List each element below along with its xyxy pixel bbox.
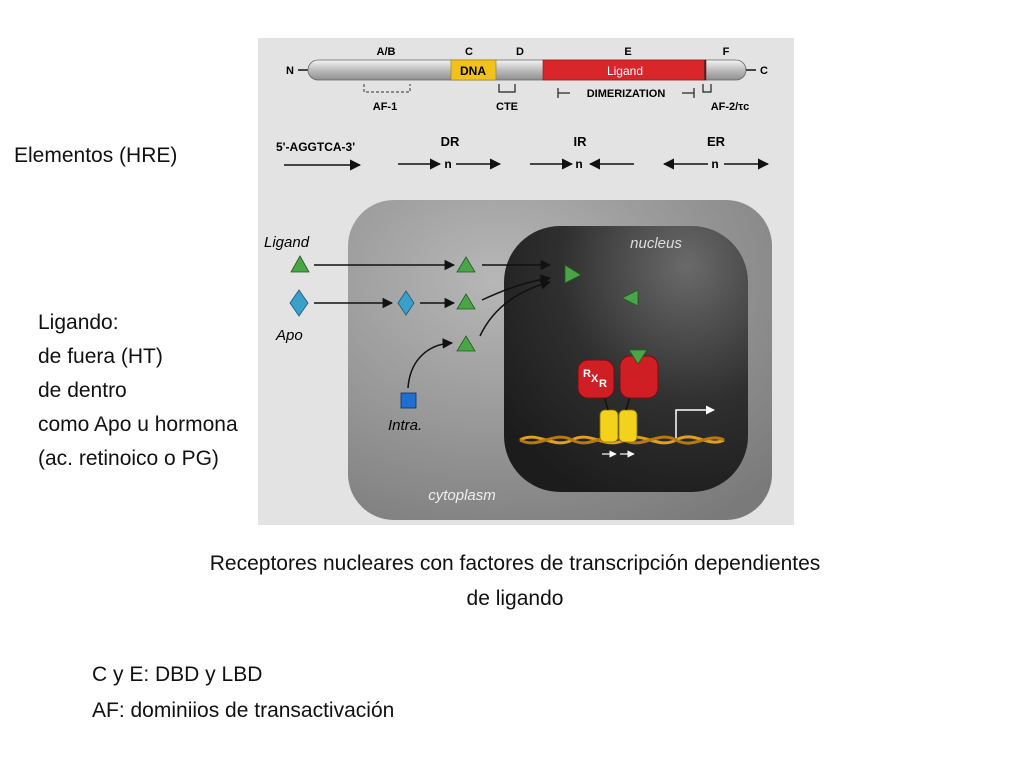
dna-domain-label: DNA	[460, 64, 486, 78]
apo-diamond-outside	[289, 289, 309, 317]
dr-label: DR	[441, 134, 460, 149]
hre-label: Elementos (HRE)	[14, 144, 178, 167]
ligand-domain-label: Ligand	[607, 64, 643, 78]
ir-label: IR	[574, 134, 588, 149]
apo-label: Apo	[275, 327, 303, 344]
cytoplasm-label: cytoplasm	[428, 487, 496, 504]
caption-line: de ligando	[466, 587, 564, 610]
intra-square	[400, 392, 417, 409]
receptor-bound-ligand	[628, 349, 648, 365]
ligand-triangle-outside	[290, 255, 310, 273]
dimerization-label: DIMERIZATION	[587, 88, 666, 100]
ligand-triangle-nucleus-1	[564, 264, 582, 284]
rxr-letter-x: X	[591, 373, 599, 385]
c-terminus-label: C	[760, 65, 768, 77]
intra-label: Intra.	[388, 417, 422, 434]
slide-notes: C y E: DBD y LBD AF: dominiios de transa…	[92, 657, 394, 729]
rxr-receptor	[577, 359, 615, 399]
ligand-triangle-cytoplasm-1	[456, 256, 476, 273]
er-label: ER	[707, 134, 726, 149]
transcription-start-arrow	[675, 405, 715, 438]
ligand-note-line: de dentro	[38, 379, 127, 402]
domain-label-e: E	[624, 46, 631, 58]
rxr-letter-r1: R	[583, 368, 591, 380]
ligand-binding-domain	[542, 59, 707, 81]
af1-label: AF-1	[373, 101, 397, 113]
ligand-triangle-cytoplasm-2	[456, 293, 476, 310]
dna-binding-domain-left	[599, 409, 619, 443]
ir-spacer: n	[575, 157, 582, 171]
intra-ligand-to-nucleus-arrow	[479, 279, 552, 337]
cte-bracket	[498, 84, 516, 93]
notes-line: C y E: DBD y LBD	[92, 663, 263, 686]
dna-binding-domain	[450, 59, 497, 81]
ligand-note-line: de fuera (HT)	[38, 345, 163, 368]
er-spacer: n	[711, 157, 718, 171]
cte-label: CTE	[496, 101, 518, 113]
ligand-note-line: como Apo u hormona	[38, 413, 238, 436]
n-terminus-label: N	[286, 65, 294, 77]
domain-label-ab: A/B	[377, 46, 396, 58]
dr-spacer: n	[444, 157, 451, 171]
hre-sequence-label: 5'-AGGTCA-3'	[276, 140, 355, 154]
af2-label: AF-2/τc	[711, 101, 750, 113]
domain-label-d: D	[516, 46, 524, 58]
caption-line: Receptores nucleares con factores de tra…	[209, 552, 821, 575]
slide-caption: Receptores nucleares con factores de tra…	[100, 546, 930, 616]
ligand-origin-notes: Ligando: de fuera (HT) de dentro como Ap…	[38, 306, 238, 476]
ligand-triangle-nucleus-2	[621, 289, 639, 307]
nuclear-receptor-figure: A A/B C D E F N DNA Ligand C AF-1 CTE DI…	[258, 38, 794, 525]
ligand-label: Ligand	[264, 234, 310, 251]
domain-label-c: C	[465, 46, 473, 58]
dna-binding-domain-right	[618, 409, 638, 443]
intra-to-ligand-arrow	[407, 338, 454, 389]
af1-bracket	[363, 84, 411, 93]
ligand-note-line: Ligando:	[38, 311, 119, 334]
ligand-note-line: (ac. retinoico o PG)	[38, 447, 219, 470]
ligand-triangle-cytoplasm-3	[456, 335, 476, 352]
rxr-letter-r2: R	[599, 378, 607, 390]
apo-diamond-cytoplasm	[397, 290, 415, 316]
af2-bracket	[702, 84, 712, 93]
notes-line: AF: dominiios de transactivación	[92, 699, 395, 722]
domain-label-f: F	[723, 46, 730, 58]
apo-ligand-to-nucleus-arrow	[481, 274, 552, 301]
nucleus-label: nucleus	[630, 235, 682, 252]
